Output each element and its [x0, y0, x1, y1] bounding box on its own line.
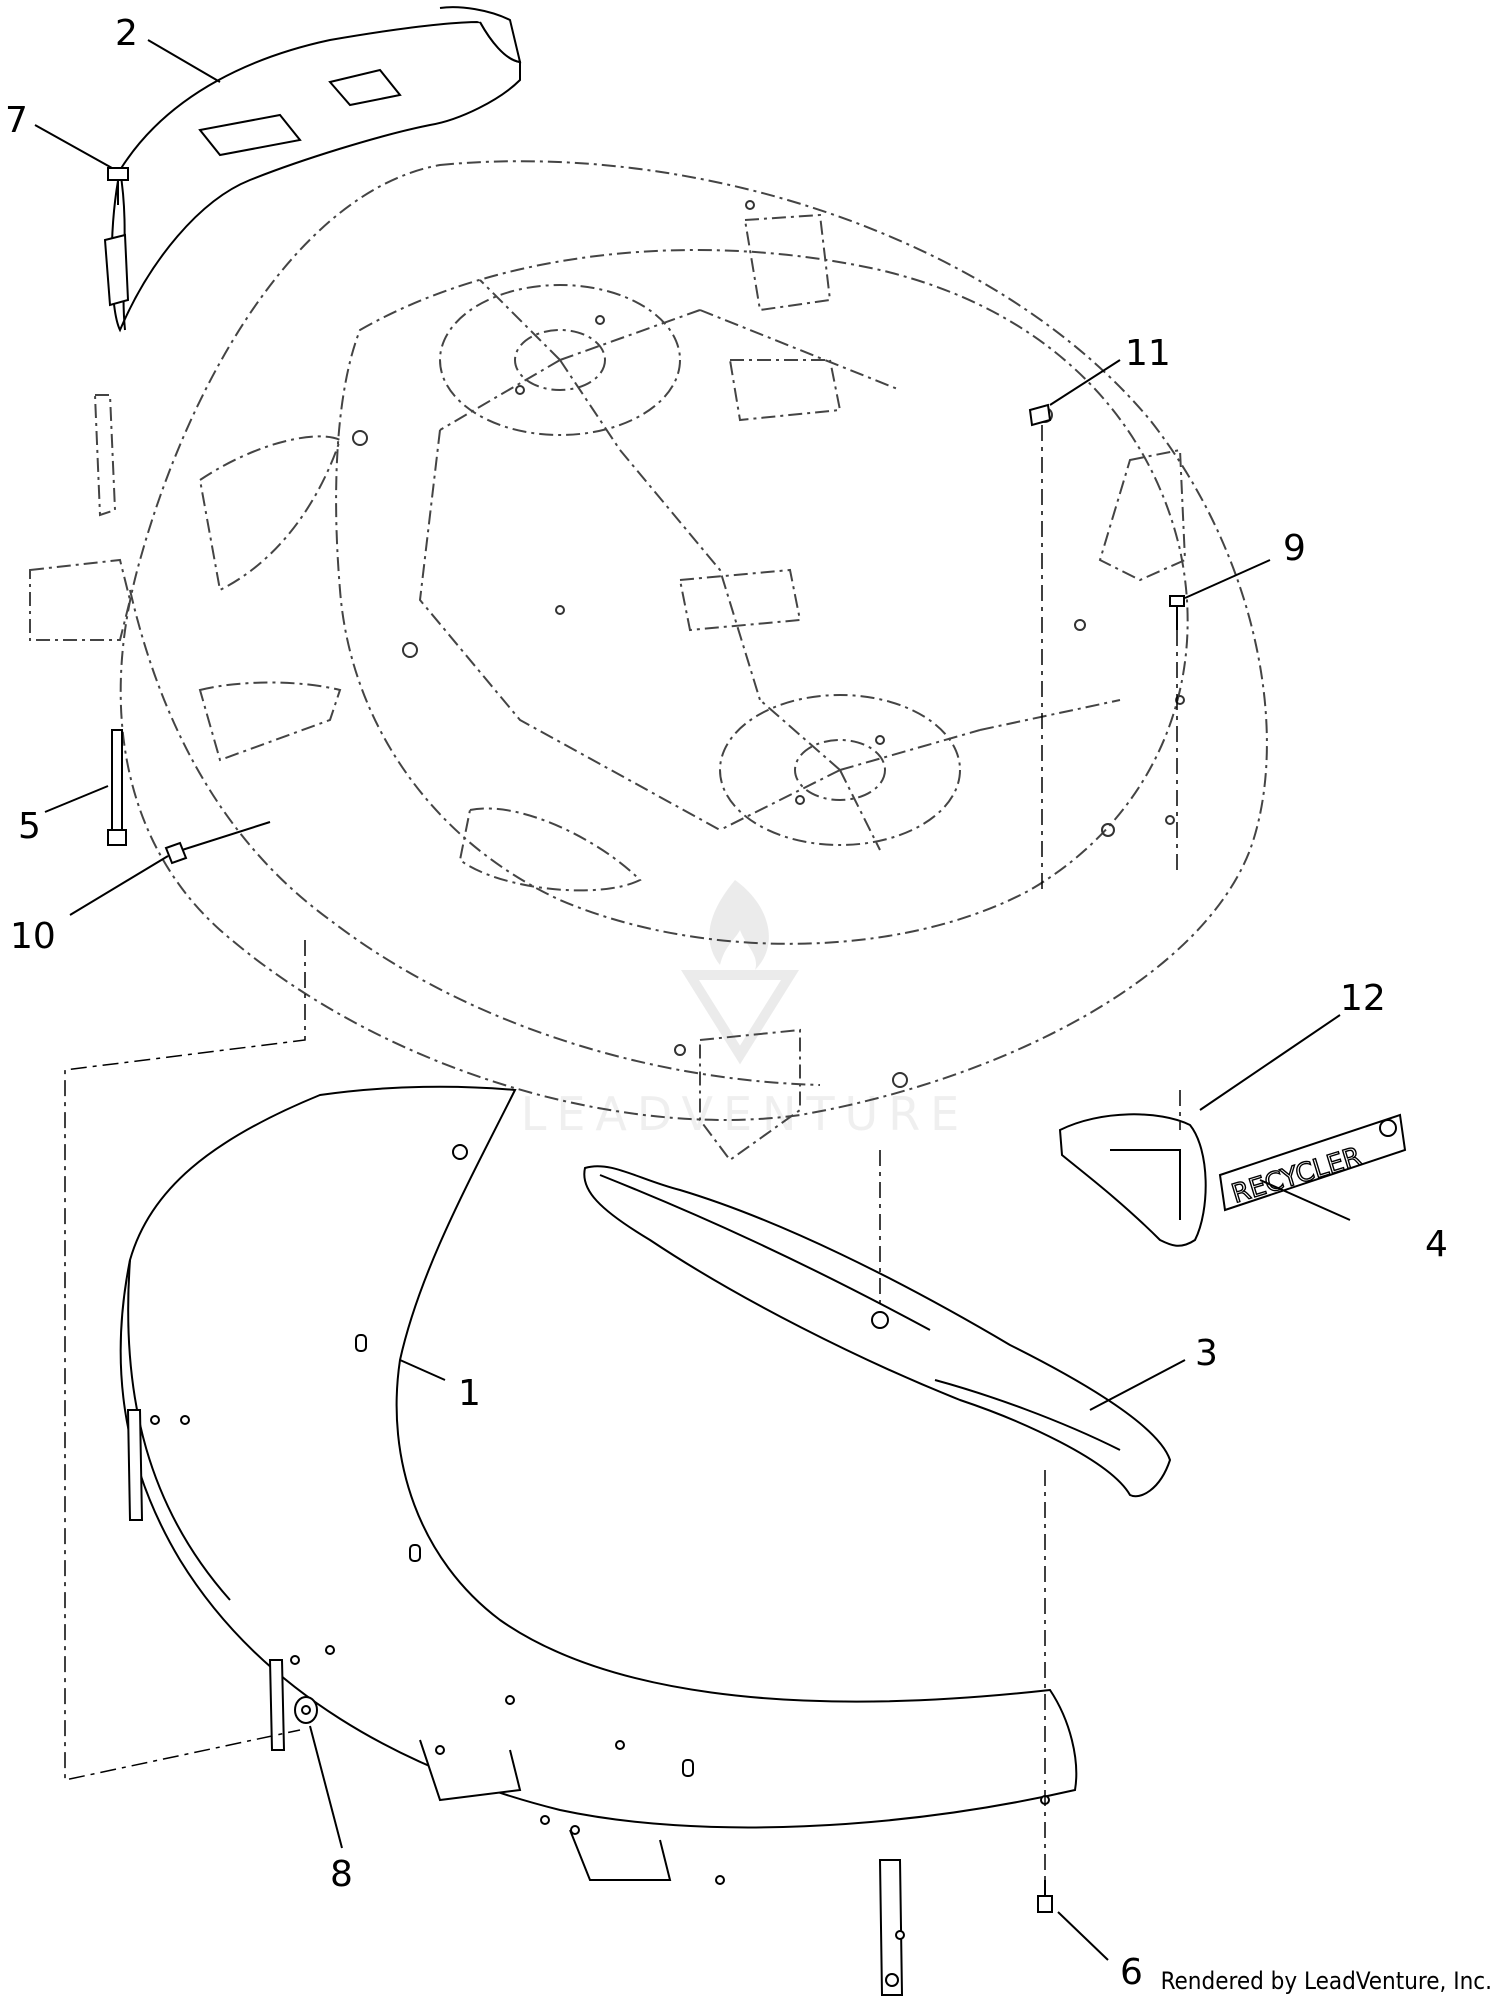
- callout-10: 10: [10, 916, 56, 957]
- callout-12: 12: [1340, 978, 1386, 1019]
- part-12-recycler-plug: [1058, 1113, 1207, 1247]
- alignment-lines: [64, 425, 1181, 1880]
- deck-bolt-holes: [352, 200, 1185, 1088]
- watermark-text: LEADVENTURE: [521, 1087, 970, 1141]
- hardware-items: [107, 167, 1185, 1913]
- callout-3: 3: [1195, 1333, 1218, 1374]
- baffle-holes: [150, 1144, 1050, 1940]
- callout-9: 9: [1283, 528, 1306, 569]
- part-2-chute-cover: [103, 6, 522, 333]
- footer-credit: Rendered by LeadVenture, Inc.: [1160, 1967, 1492, 1995]
- mower-deck-housing: [29, 160, 1268, 1162]
- callout-7: 7: [5, 100, 28, 141]
- callout-4: 4: [1425, 1224, 1448, 1265]
- callout-11: 11: [1125, 333, 1171, 374]
- callout-8: 8: [330, 1854, 353, 1895]
- callout-5: 5: [18, 806, 41, 847]
- callout-labels: 2 7 11 9 5 10 12 4 3 1 8 6: [5, 13, 1448, 1993]
- part-1-baffle: [119, 1085, 1078, 1996]
- part-4-recycler-decal: RECYCLER: [1218, 1113, 1407, 1212]
- leadventure-watermark: LEADVENTURE: [521, 880, 970, 1141]
- part-3-blade: [583, 1165, 1172, 1498]
- callout-6: 6: [1120, 1952, 1143, 1993]
- callout-1: 1: [458, 1373, 481, 1414]
- callout-2: 2: [115, 13, 138, 54]
- leader-lines: [34, 39, 1351, 1961]
